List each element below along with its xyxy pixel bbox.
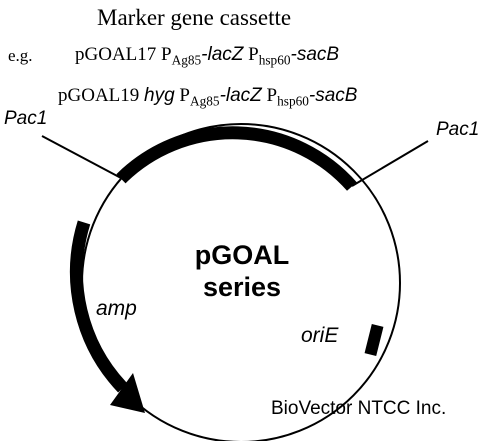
gene-lacz: -lacZ bbox=[201, 44, 244, 65]
gene-sacb: -sacB bbox=[290, 44, 340, 65]
pac1-left-line bbox=[41, 135, 122, 179]
plasmid-name-line1: pGOAL bbox=[194, 240, 290, 270]
pac1-right-line bbox=[351, 140, 429, 187]
construct-pgoal17: pGOAL17 PAg85-lacZ Phsp60-sacB bbox=[75, 44, 340, 68]
construct-name: pGOAL17 bbox=[75, 44, 157, 65]
construct-pgoal19: pGOAL19 hyg PAg85-lacZ Phsp60-sacB bbox=[58, 85, 358, 109]
pac1-left-label: Pac1 bbox=[4, 108, 48, 129]
gene-hyg: hyg bbox=[144, 85, 175, 106]
pac1-right-label: Pac1 bbox=[436, 119, 480, 140]
gene-sacb: -sacB bbox=[308, 85, 358, 106]
gene-lacz: -lacZ bbox=[219, 85, 262, 106]
amp-label: amp bbox=[96, 297, 137, 320]
orie-label: oriE bbox=[301, 324, 339, 347]
marker-cassette-arc bbox=[116, 126, 357, 191]
cassette-title: Marker gene cassette bbox=[97, 5, 292, 30]
orie-box bbox=[364, 323, 384, 357]
eg-label: e.g. bbox=[8, 46, 33, 65]
promoter-ag85: PAg85 bbox=[179, 85, 220, 109]
watermark: BioVector NTCC Inc. bbox=[271, 398, 447, 419]
promoter-ag85: PAg85 bbox=[161, 44, 202, 68]
promoter-hsp60: Phsp60 bbox=[248, 44, 291, 68]
promoter-hsp60: Phsp60 bbox=[266, 85, 309, 109]
amp-gene-arc bbox=[69, 220, 128, 393]
plasmid-name-line2: series bbox=[202, 272, 282, 302]
amp-arrowhead bbox=[110, 373, 145, 413]
construct-name: pGOAL19 bbox=[58, 85, 140, 106]
